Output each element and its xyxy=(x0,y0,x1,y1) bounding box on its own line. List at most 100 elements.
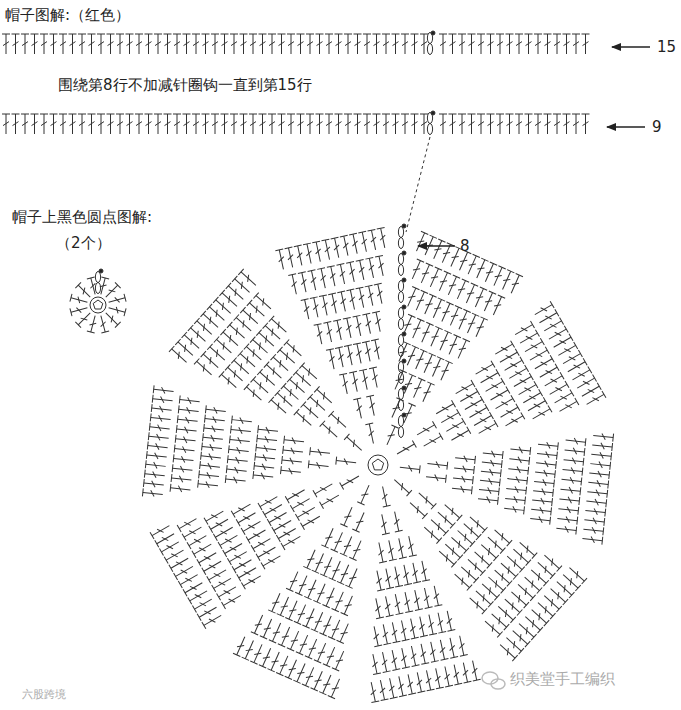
stitch-slash xyxy=(327,654,334,660)
stitch-bar xyxy=(602,527,604,535)
stitch-slash xyxy=(499,573,506,580)
dc-stitch xyxy=(126,34,134,54)
stitch-slash xyxy=(543,470,548,476)
stitch-bar xyxy=(377,589,385,591)
dc-stitch xyxy=(300,513,321,530)
stitch-bar xyxy=(222,602,226,609)
dc-stitch xyxy=(454,464,475,474)
stitch-stem xyxy=(441,413,458,423)
dc-stitch xyxy=(259,34,267,54)
stitch-bar xyxy=(457,515,462,521)
dc-stitch xyxy=(584,516,605,526)
dc-stitch xyxy=(290,495,311,512)
stitch-slash xyxy=(193,42,199,46)
stitch-stem xyxy=(496,399,513,409)
stitch-stem xyxy=(282,627,290,645)
stitch-bar xyxy=(534,114,542,115)
dc-stitch xyxy=(461,521,481,540)
stitch-slash xyxy=(545,314,551,321)
stitch-bar xyxy=(287,34,295,35)
dc-stitch xyxy=(548,381,569,398)
stitch-slash xyxy=(535,122,541,126)
stitch-slash xyxy=(515,370,521,377)
dc-stitch xyxy=(2,34,10,54)
stitch-stem xyxy=(540,313,557,323)
stitch-bar xyxy=(487,34,495,35)
stitch-slash xyxy=(231,42,237,46)
stitch-slash xyxy=(253,532,259,539)
stitch-stem xyxy=(441,362,449,380)
stitch-bar xyxy=(497,632,502,638)
stitch-stem xyxy=(332,620,340,638)
dc-stitch xyxy=(69,114,77,134)
stitch-bar xyxy=(438,298,445,301)
stitch-slash xyxy=(509,603,516,610)
stitch-slash xyxy=(230,545,236,552)
dc-stitch xyxy=(145,114,153,134)
dc-stitch xyxy=(376,679,388,700)
stitch-slash xyxy=(117,122,123,126)
stitch-bar xyxy=(489,291,496,294)
stitch-stem xyxy=(421,265,429,283)
stitch-bar xyxy=(211,34,219,35)
stitch-bar xyxy=(582,114,590,115)
stitch-bar xyxy=(154,114,162,115)
stitch-slash xyxy=(155,42,161,46)
stitch-stem xyxy=(434,241,442,259)
stitch-bar xyxy=(553,114,561,115)
stitch-slash xyxy=(236,447,241,453)
stitch-slash xyxy=(588,387,594,394)
stitch-bar xyxy=(12,114,20,115)
stitch-slash xyxy=(60,122,66,126)
stitch-slash xyxy=(516,122,522,126)
stitch-slash xyxy=(222,122,228,126)
stitch-bar xyxy=(135,114,143,115)
stitch-slash xyxy=(309,646,316,652)
dc-stitch xyxy=(449,114,457,134)
stitch-bar xyxy=(419,465,421,473)
dc-stitch xyxy=(97,34,105,54)
stitch-stem xyxy=(424,355,432,373)
stitch-bar xyxy=(409,374,416,377)
stitch-bar xyxy=(451,561,456,567)
stitch-bar xyxy=(488,601,493,607)
dc-stitch xyxy=(416,616,428,637)
dc-stitch xyxy=(69,34,77,54)
dc-stitch xyxy=(499,404,520,421)
stitch-bar xyxy=(257,425,259,433)
stitch-slash xyxy=(244,569,250,576)
dc-stitch xyxy=(421,294,436,316)
stitch-bar xyxy=(578,350,582,357)
stitch-slash xyxy=(209,563,215,570)
dc-stitch xyxy=(436,548,456,567)
stitch-bar xyxy=(527,467,529,475)
stitch-bar xyxy=(463,309,470,312)
dc-stitch xyxy=(472,317,487,339)
stitch-stem xyxy=(171,558,188,568)
stitch-slash xyxy=(413,326,420,332)
stitch-bar xyxy=(227,558,231,565)
stitch-bar xyxy=(498,266,505,269)
stitch-slash xyxy=(555,386,561,393)
dc-stitch xyxy=(538,364,559,381)
stitch-stem xyxy=(180,575,197,585)
stitch-slash xyxy=(306,674,313,680)
stitch-stem xyxy=(272,593,280,611)
dc-stitch xyxy=(226,465,247,475)
dc-stitch xyxy=(553,114,561,134)
dc-stitch xyxy=(482,449,503,459)
stitch-slash xyxy=(315,619,322,625)
stitch-bar xyxy=(405,611,413,613)
stitch-slash xyxy=(248,523,254,530)
stitch-stem xyxy=(349,568,357,586)
dc-stitch xyxy=(531,505,552,515)
stitch-bar xyxy=(287,648,294,651)
dc-stitch xyxy=(391,511,403,532)
stitch-bar xyxy=(537,588,542,594)
stitch-bar xyxy=(429,353,436,356)
stitch-slash xyxy=(573,122,579,126)
stitch-slash xyxy=(462,534,469,541)
dc-stitch xyxy=(31,114,39,134)
stitch-bar xyxy=(268,34,276,35)
stitch-slash xyxy=(521,326,527,333)
